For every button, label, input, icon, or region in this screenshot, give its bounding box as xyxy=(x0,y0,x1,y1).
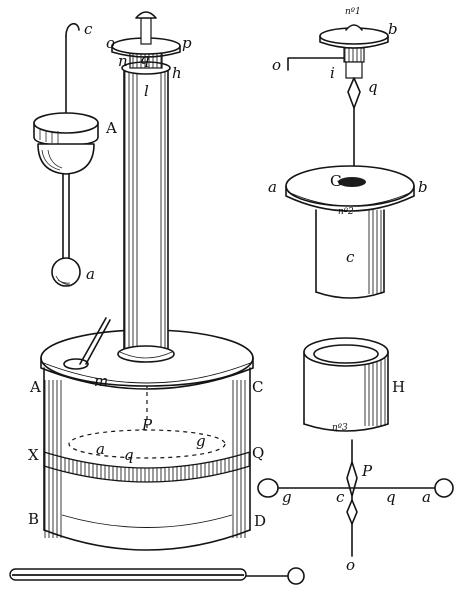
label-c-needle: c xyxy=(336,488,345,506)
hook xyxy=(65,23,80,37)
label-D-jar: D xyxy=(254,512,266,530)
label-no3: nº3 xyxy=(332,423,348,433)
label-o-needle: o xyxy=(346,556,355,574)
needle-g-ball xyxy=(257,478,279,498)
rod-ball xyxy=(287,567,305,585)
needle-a-ball xyxy=(434,478,454,498)
label-a-jar: a xyxy=(96,440,105,458)
label-q-head: q xyxy=(368,78,378,96)
label-a-needle: a xyxy=(422,488,431,506)
label-i-head: i xyxy=(330,64,335,82)
torsion-head: nº1 b o i q xyxy=(272,7,398,179)
hanging-weight: c A a xyxy=(33,20,117,287)
label-no2: nº2 xyxy=(338,207,354,217)
label-o-head: o xyxy=(272,56,281,74)
jar-bottom xyxy=(43,529,251,551)
label-a-lid: a xyxy=(268,178,277,196)
jar-apparatus: o p n q h l A C m P a q g X Q B D xyxy=(28,11,266,551)
label-X-jar: X xyxy=(28,446,39,464)
inner-ellipse xyxy=(68,429,226,459)
label-P-needle: P xyxy=(361,462,373,480)
label-C-jar: C xyxy=(252,378,263,396)
needle-assembly: P g c q a o xyxy=(257,439,454,574)
head-arm xyxy=(287,57,345,71)
label-g-needle: g xyxy=(282,488,292,506)
head-clamp xyxy=(347,77,361,109)
label-c-hook: c xyxy=(84,20,93,38)
label-b-lid: b xyxy=(418,178,428,196)
graduated-band xyxy=(43,451,251,483)
label-G-lid: G xyxy=(330,172,342,190)
label-a-ball: a xyxy=(86,265,95,283)
cup-h: H nº3 xyxy=(303,337,405,433)
label-no1: nº1 xyxy=(345,7,361,17)
label-c-cyl: c xyxy=(346,248,355,266)
label-m-jar: m xyxy=(94,372,108,390)
label-n-top: n xyxy=(118,52,128,70)
cup-rim xyxy=(303,337,389,367)
label-g-jar: g xyxy=(196,432,206,450)
lid-hole xyxy=(338,177,366,187)
label-h-top: h xyxy=(172,64,182,82)
weight-cap-top xyxy=(33,112,99,134)
label-q-needle: q xyxy=(386,488,396,506)
ball-a xyxy=(51,257,81,287)
label-l-tube: l xyxy=(144,82,149,100)
label-A-jar: A xyxy=(29,378,41,396)
label-q-top: q xyxy=(140,50,150,68)
weight-bowl xyxy=(37,143,95,175)
label-H-cup: H xyxy=(392,378,405,396)
label-Q-jar: Q xyxy=(252,444,264,462)
label-B-jar: B xyxy=(28,510,39,528)
label-p-top: p xyxy=(182,34,192,52)
label-o-top: o xyxy=(106,34,115,52)
head-disk xyxy=(319,27,389,45)
lid-cylinder: a G b nº2 c xyxy=(268,165,428,299)
label-b-head: b xyxy=(388,20,398,38)
label-P-jar: P xyxy=(141,416,153,434)
label-q-jar: q xyxy=(124,446,134,464)
long-rod xyxy=(9,567,305,585)
label-A-weight: A xyxy=(105,119,117,137)
lid-hole xyxy=(63,358,89,370)
